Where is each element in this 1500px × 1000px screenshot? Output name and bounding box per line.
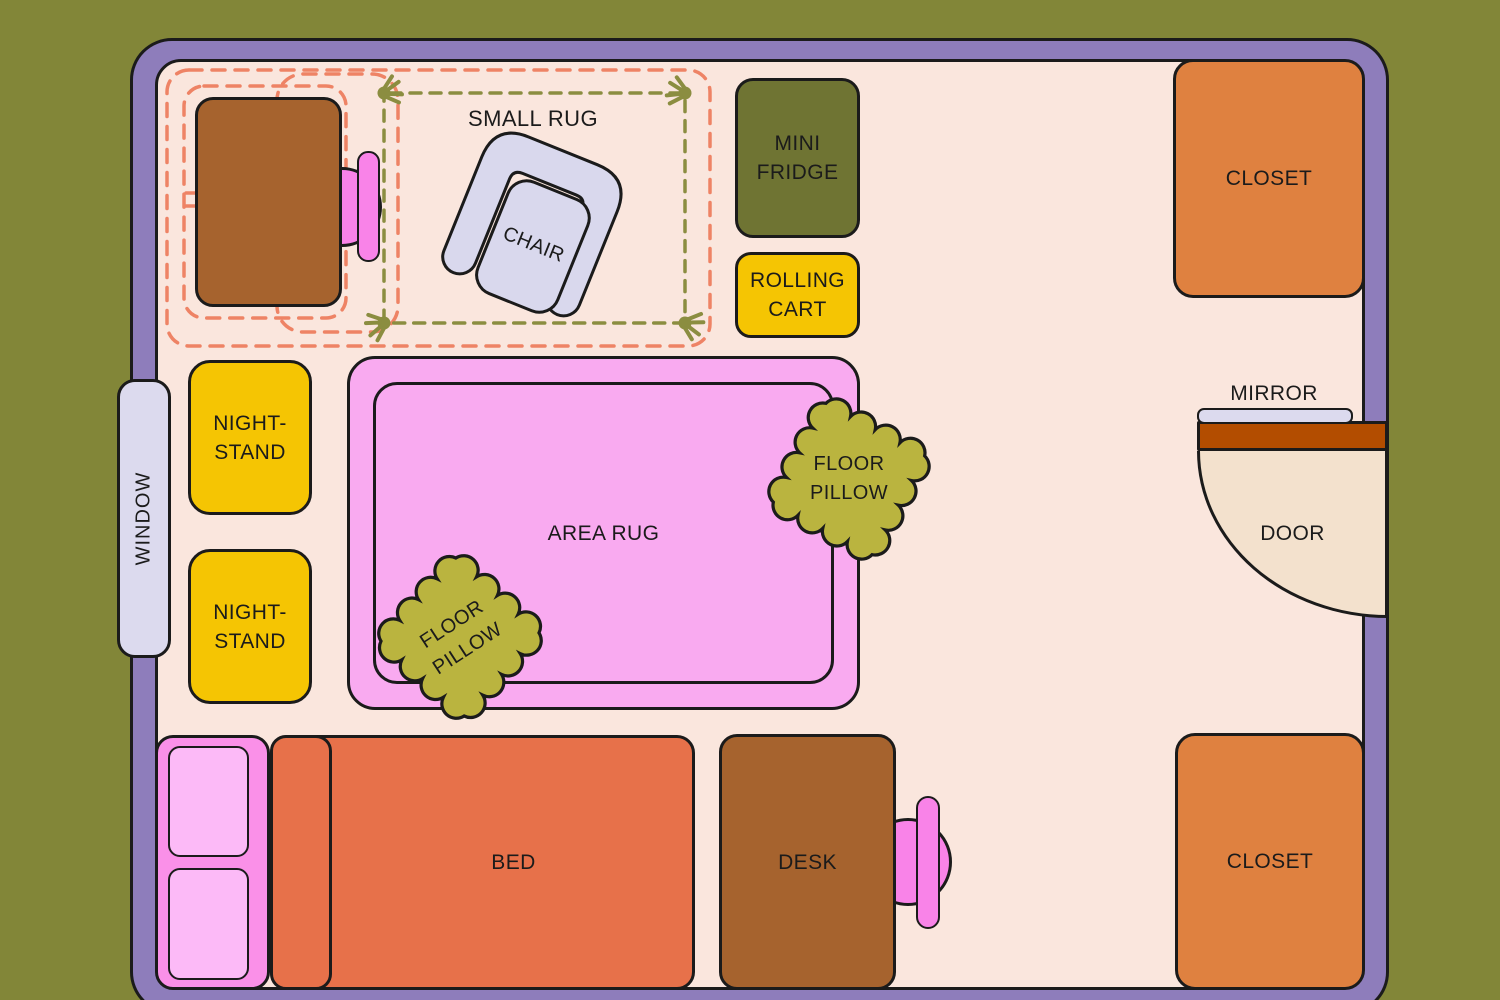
small-rug-outline — [382, 91, 687, 325]
desk-top — [195, 97, 342, 307]
area-rug-label: AREA RUG — [547, 521, 660, 545]
placement-zone-outline — [165, 68, 712, 348]
desk-chair-back — [916, 796, 940, 929]
floor-pillow-right: FLOOR PILLOW — [767, 397, 931, 561]
nightstand-bottom-label: NIGHT- — [213, 600, 287, 624]
bed-pillow-2 — [168, 868, 249, 980]
mirror-label: MIRROR — [1230, 382, 1318, 405]
floor-pillow-left: FLOOR PILLOW — [377, 554, 543, 720]
bed-blanket-edge — [270, 735, 332, 990]
area-rug: AREA RUG — [347, 356, 860, 710]
nightstand-top-label: NIGHT- — [213, 411, 287, 435]
nightstand-bottom-label: STAND — [214, 629, 286, 653]
mini-fridge-label: FRIDGE — [756, 161, 839, 184]
desk-chair-back — [357, 151, 380, 262]
closet-top: CLOSET — [1173, 59, 1365, 298]
nightstand-bottom: NIGHT- STAND — [188, 549, 312, 704]
nightstand-top: NIGHT- STAND — [188, 360, 312, 515]
closet-bottom-label: CLOSET — [1226, 850, 1314, 873]
mini-fridge-label: MINI — [774, 132, 821, 155]
door-label: DOOR — [1260, 521, 1325, 545]
mirror — [1197, 408, 1353, 424]
armchair: CHAIR — [433, 121, 634, 329]
floor-pillow-right-label: FLOOR — [813, 453, 885, 475]
bed-label: BED — [491, 851, 536, 874]
bed-pillow-1 — [168, 746, 249, 857]
window-label: WINDOW — [132, 471, 155, 566]
closet-top-label: CLOSET — [1225, 167, 1313, 190]
armchair-shape — [441, 131, 623, 318]
desk-placement-outline-b — [275, 72, 400, 334]
window: WINDOW — [117, 379, 171, 658]
rolling-cart-label: CART — [768, 298, 827, 321]
floor-pillow-shape — [767, 397, 931, 561]
rug-corner-mark — [672, 305, 708, 344]
mini-fridge: MINI FRIDGE — [735, 78, 860, 238]
rolling-cart: ROLLING CART — [735, 252, 860, 338]
floor-pillow-right-label: PILLOW — [810, 482, 888, 504]
closet-bottom: CLOSET — [1175, 733, 1365, 990]
bed: BED — [270, 735, 695, 990]
desk: DESK — [719, 734, 896, 990]
rug-corner-mark — [372, 73, 406, 110]
floor-pillow-shape — [377, 554, 543, 720]
desk-label: DESK — [778, 850, 837, 874]
small-rug-label: SMALL RUG — [468, 106, 598, 131]
rolling-cart-label: ROLLING — [750, 269, 845, 292]
nightstand-top-label: STAND — [214, 440, 286, 464]
door-panel — [1197, 421, 1388, 451]
desk-placement-outline-a — [182, 84, 348, 320]
